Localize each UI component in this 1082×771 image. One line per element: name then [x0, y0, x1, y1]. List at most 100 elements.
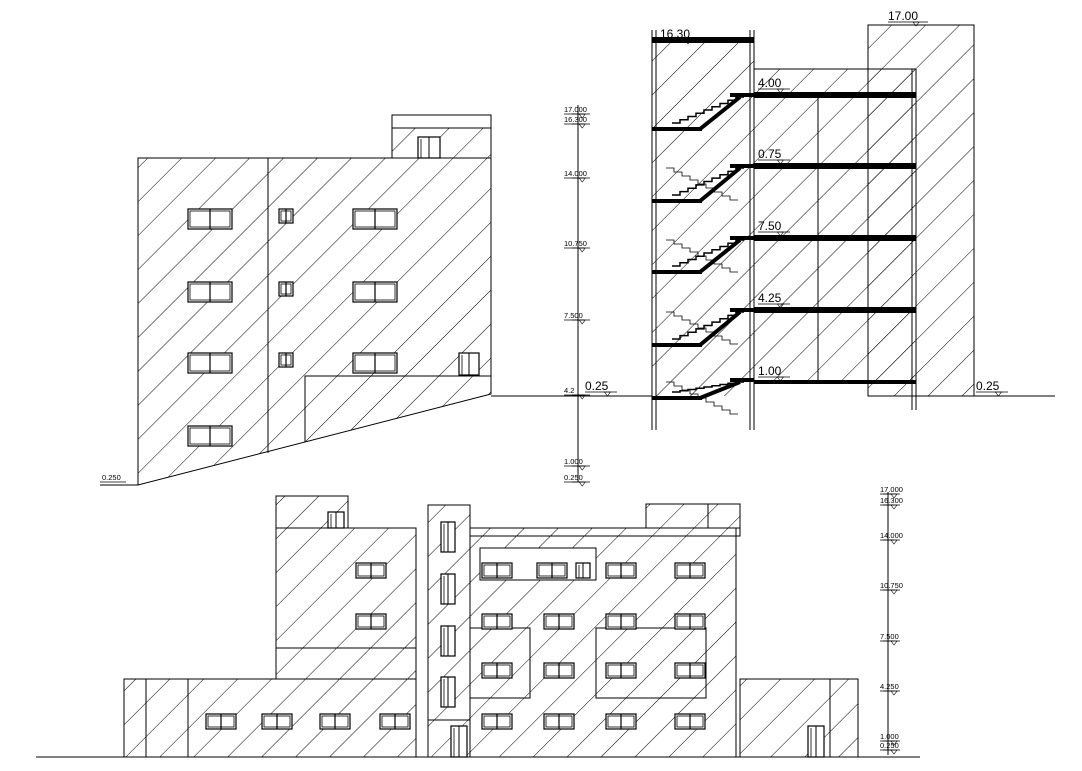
level-marker: 0.250 — [880, 741, 900, 755]
stair-landing — [652, 199, 702, 203]
window — [674, 613, 706, 630]
level-marker: 10.750 — [880, 581, 903, 595]
door — [440, 676, 456, 708]
level-marker: 17.00 — [888, 9, 928, 27]
window — [261, 713, 293, 730]
level-label: 0.250 — [564, 473, 583, 482]
level-marker: 14.000 — [880, 531, 903, 545]
left-elevation: 0.250 — [100, 114, 652, 486]
stair-flight — [698, 95, 742, 131]
stair-landing — [652, 270, 702, 274]
window — [481, 562, 513, 579]
level-label: 0.250 — [102, 473, 121, 482]
window — [187, 208, 233, 230]
door — [327, 511, 345, 529]
level-label: 0.250 — [880, 741, 899, 750]
level-label: 10.750 — [564, 239, 587, 248]
level-marker: 0.25 — [585, 379, 617, 397]
floor-slab — [754, 307, 916, 313]
level-label: 17.00 — [888, 9, 918, 23]
window — [352, 208, 398, 230]
level-label: 1.000 — [564, 457, 583, 466]
level-label: 4.00 — [758, 76, 782, 90]
window — [205, 713, 237, 730]
level-marker: 16.300 — [880, 496, 903, 510]
window — [278, 281, 294, 297]
left-elevation-annex — [304, 375, 491, 442]
window — [605, 713, 637, 730]
door — [450, 725, 468, 758]
level-label: 7.500 — [880, 632, 899, 641]
level-marker: 10.750 — [564, 239, 590, 253]
door — [458, 352, 480, 376]
level-label: 0.75 — [758, 147, 782, 161]
window — [543, 662, 575, 679]
level-label: 1.000 — [880, 732, 899, 741]
stair-outline — [666, 311, 738, 345]
front-right-roof-box — [645, 503, 741, 529]
floor-slab — [754, 163, 916, 169]
stair-outline — [666, 381, 738, 415]
level-marker: 4.25 — [758, 291, 790, 309]
window — [481, 662, 513, 679]
front-left-block — [275, 527, 417, 680]
stair-flight — [699, 380, 741, 400]
window — [543, 713, 575, 730]
stair-treads — [672, 167, 744, 196]
window — [481, 713, 513, 730]
door — [440, 521, 456, 553]
roof-slab — [652, 37, 754, 43]
stair-landing — [730, 236, 754, 240]
window — [674, 562, 706, 579]
stair-landing — [652, 343, 702, 347]
front-balcony-right — [595, 627, 707, 699]
door — [575, 562, 591, 579]
window — [543, 613, 575, 630]
level-label: 0.25 — [976, 379, 1000, 393]
window — [352, 281, 398, 303]
stair-treads — [672, 96, 744, 124]
level-label: 7.50 — [758, 219, 782, 233]
window — [187, 281, 233, 303]
front-parapet — [469, 527, 741, 537]
level-label: 10.750 — [880, 581, 903, 590]
window — [674, 713, 706, 730]
level-label: 4.25 — [758, 291, 782, 305]
level-marker: 4.00 — [758, 76, 790, 94]
level-label: 0.25 — [585, 379, 609, 393]
front-windows — [205, 511, 825, 758]
window — [605, 613, 637, 630]
level-marker: 4.250 — [880, 682, 900, 696]
stair-landing — [652, 127, 702, 131]
level-marker: 0.75 — [758, 147, 790, 165]
window — [187, 352, 233, 374]
floor-slab — [754, 92, 916, 98]
window — [481, 613, 513, 630]
front-right-wing — [739, 678, 859, 758]
stair-flight — [698, 166, 742, 203]
level-label: 17.000 — [564, 105, 587, 114]
level-label: 16.300 — [880, 496, 903, 505]
level-label: 14.000 — [880, 531, 903, 540]
left-ground-marker: 0.250 — [100, 473, 126, 483]
window — [379, 713, 411, 730]
ground-slab — [754, 380, 916, 384]
level-scale-bottom: 17.00016.30014.00010.7507.5004.2501.0000… — [880, 485, 903, 755]
level-marker: 1.000 — [564, 457, 590, 471]
level-marker: 0.25 — [976, 379, 1008, 397]
level-marker: 16.30 — [660, 27, 700, 45]
window — [355, 613, 387, 630]
stair-landing — [730, 378, 754, 382]
window — [278, 208, 294, 224]
level-label: 16.300 — [564, 115, 587, 124]
section-tower-hatch — [867, 24, 975, 397]
window — [187, 425, 233, 447]
stair-flight — [698, 310, 742, 347]
level-marker: 7.500 — [564, 311, 590, 325]
stair-treads — [672, 311, 744, 340]
stair-treads — [672, 239, 744, 267]
window — [352, 352, 398, 374]
window — [605, 662, 637, 679]
